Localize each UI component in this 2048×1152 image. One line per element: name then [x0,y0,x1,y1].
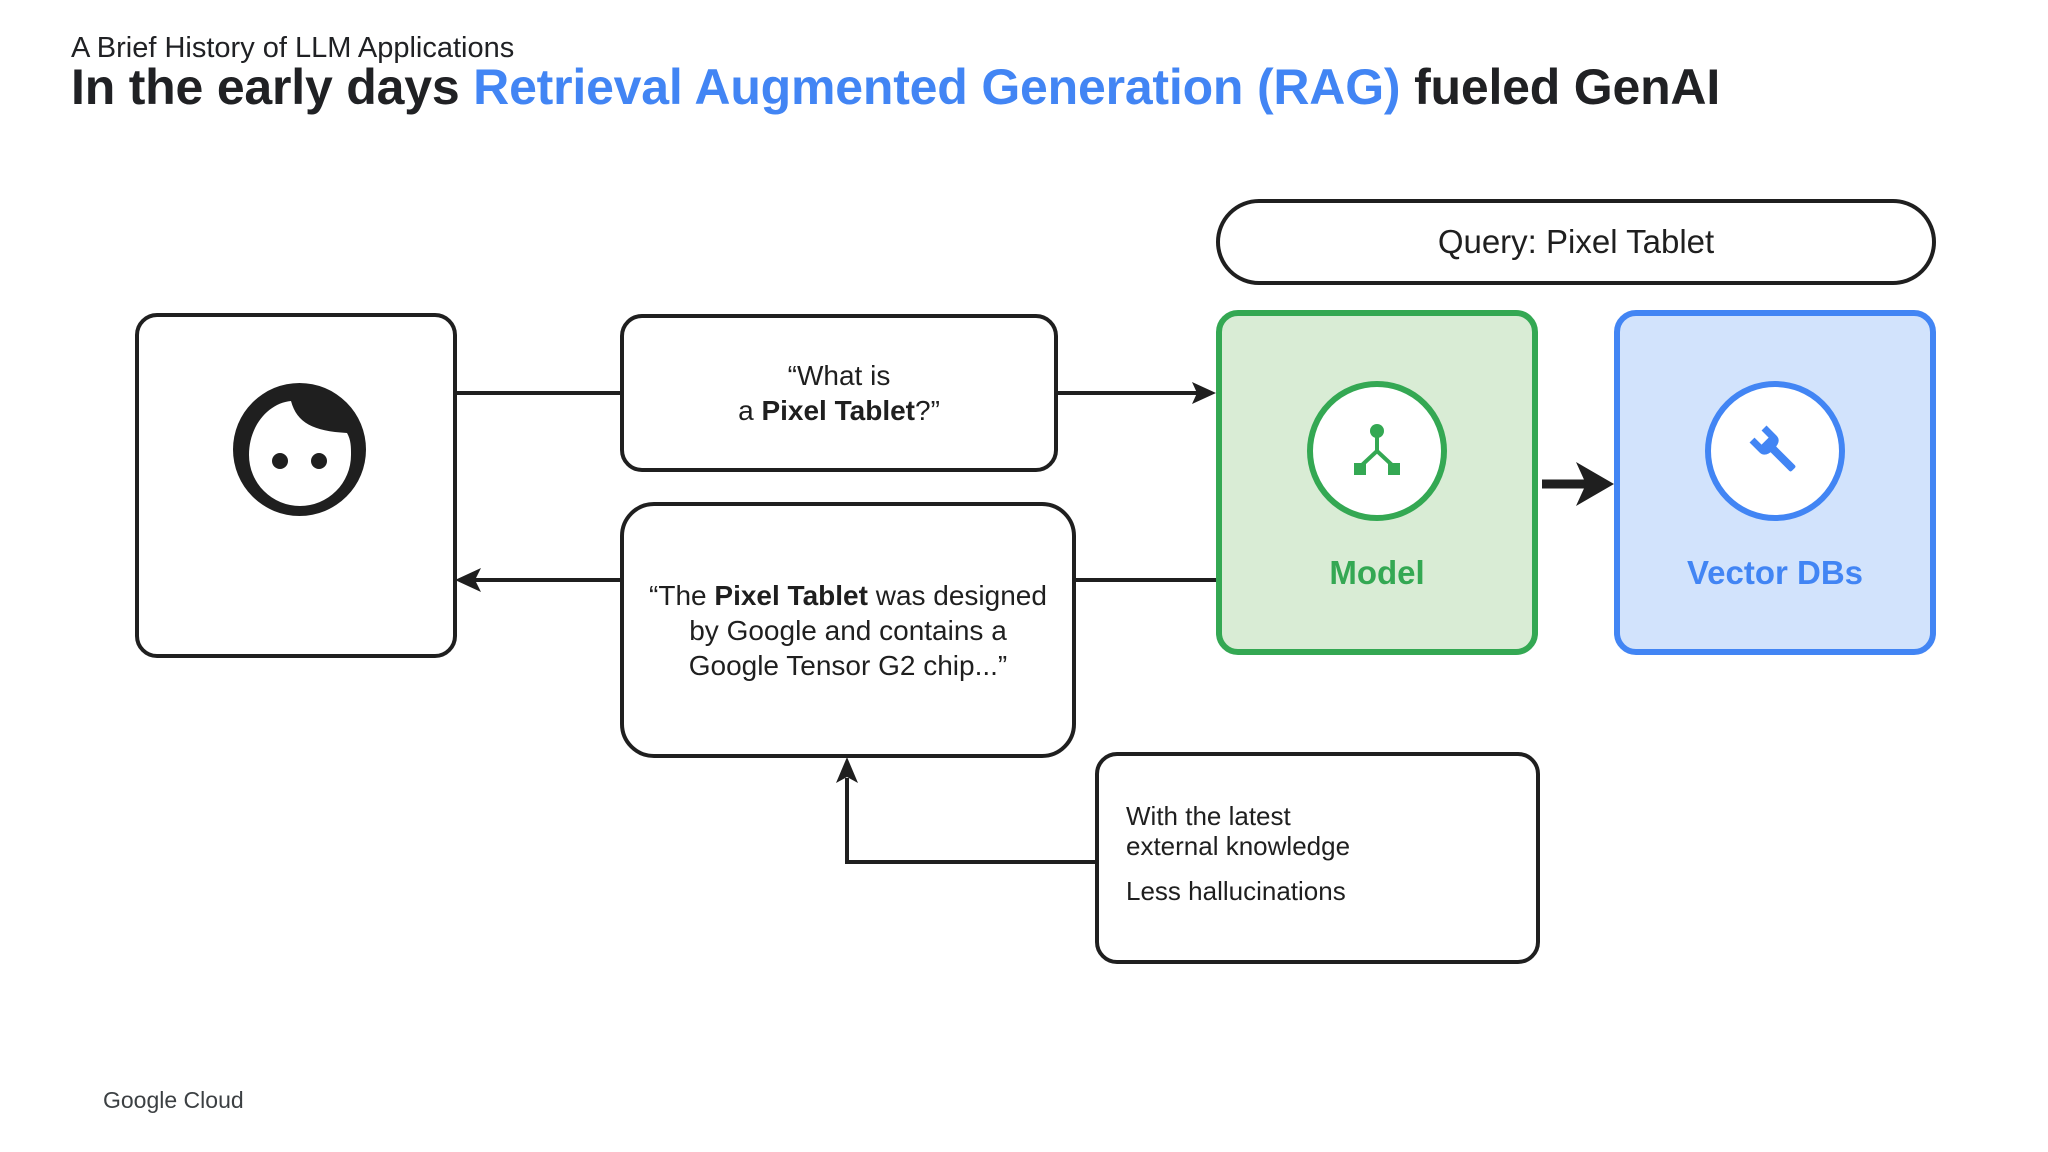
question-bold: Pixel Tablet [761,395,915,426]
answer-line-2: by Google and contains a [689,614,1007,646]
vector-dbs-label: Vector DBs [1686,554,1864,591]
title-highlight: Retrieval Augmented Generation (RAG) [473,59,1401,115]
title-prefix: In the early days [71,59,460,115]
model-graph-icon [1354,424,1400,475]
query-pill: Query: Pixel Tablet [1216,199,1936,285]
benefits-to-answer-line [845,778,1095,864]
question-line-2: a Pixel Tablet?” [738,393,940,428]
arrowhead-to-vectordb [1576,462,1614,506]
vector-dbs-box: Vector DBs [1614,310,1936,655]
title-suffix: fueled GenAI [1414,59,1721,115]
wrench-icon [1749,425,1796,472]
google-cloud-brand: Google Cloud [103,1087,244,1113]
arrowhead-to-model [1192,382,1216,404]
question-bubble: “What is a Pixel Tablet?” [620,314,1058,472]
user-face-icon [233,383,366,516]
model-icon-ring [1307,381,1447,521]
model-label: Model [1329,554,1425,591]
model-box: Model [1216,310,1538,655]
answer-line-3: Google Tensor G2 chip...” [688,649,1008,681]
benefits-box: With the latest external knowledge Less … [1095,752,1540,964]
question-suffix: ?” [915,395,940,426]
user-box [135,313,457,658]
answer-bold: Pixel Tablet [714,579,868,611]
answer-bubble: “The Pixel Tablet was designed by Google… [620,502,1076,758]
benefit-line-2: external knowledge [1126,831,1351,861]
benefit-line-1: With the latest [1126,801,1291,831]
answer-prefix: “The [649,579,707,611]
question-prefix: a [738,395,754,426]
arrowhead-to-answer [836,757,858,783]
vectordb-icon-ring [1705,381,1845,521]
slide-subtitle: A Brief History of LLM Applications [71,32,515,64]
benefit-line-3: Less hallucinations [1126,876,1346,906]
slide-title: In the early days Retrieval Augmented Ge… [71,58,1720,116]
arrowhead-to-user [455,568,481,592]
question-line-1: “What is [787,360,891,391]
answer-line-1: “The Pixel Tablet was designed [649,578,1047,613]
answer-suffix: was designed [875,579,1047,611]
